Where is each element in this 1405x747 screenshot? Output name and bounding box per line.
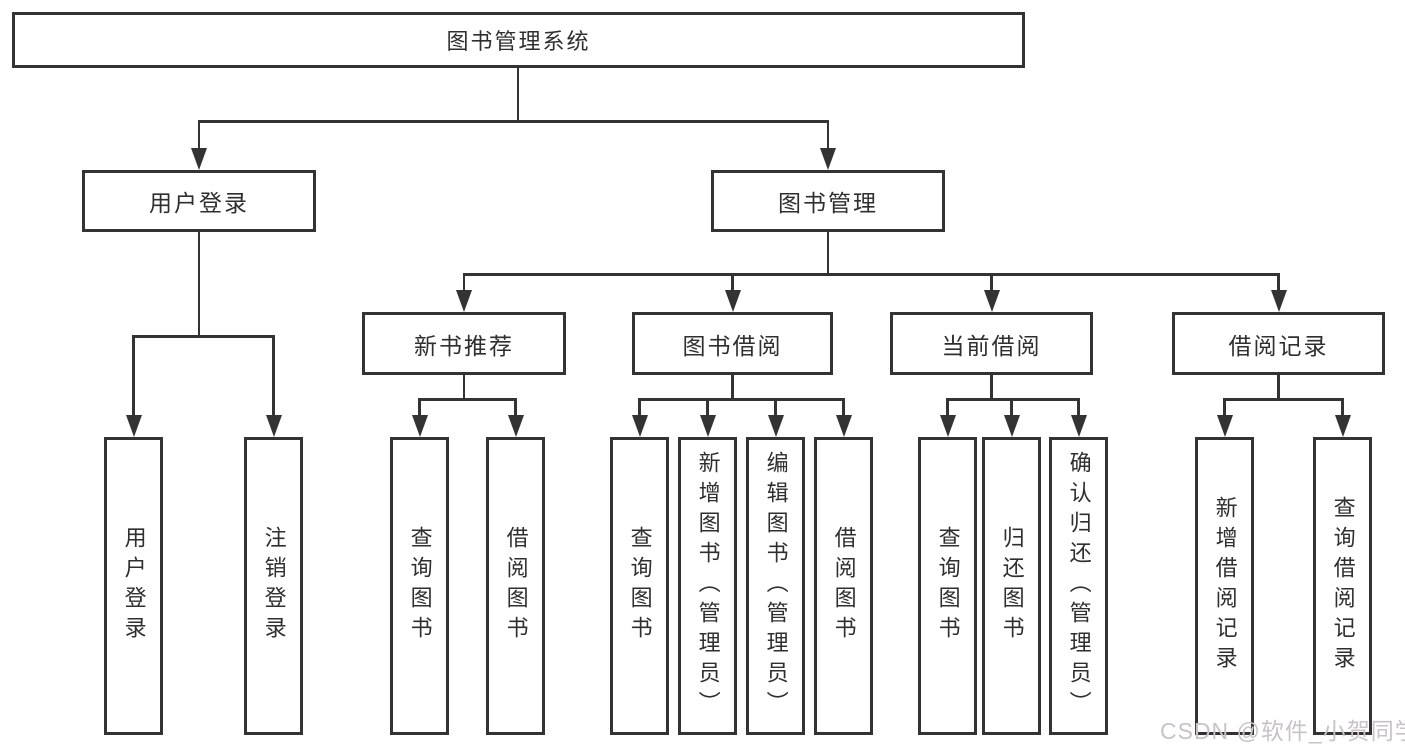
arrow-down-icon: [724, 290, 741, 312]
node-label: 新书推荐: [414, 332, 514, 359]
node-user-login: 用户登录: [82, 170, 316, 232]
connector-line: [842, 398, 845, 417]
connector-line: [418, 398, 421, 417]
node-label: 新增图书（管理员）: [695, 451, 721, 721]
arrow-down-icon: [631, 415, 648, 437]
arrow-down-icon: [1216, 415, 1233, 437]
node-label: 借阅图书: [831, 526, 857, 646]
node-label: 当前借阅: [941, 332, 1042, 359]
arrow-down-icon: [835, 415, 852, 437]
connector-line: [990, 273, 993, 292]
connector-line: [272, 335, 275, 417]
arrow-down-icon: [265, 415, 282, 437]
connector-line: [462, 273, 466, 292]
node-return-books: 归还图书: [982, 437, 1041, 735]
connector-line: [638, 398, 845, 401]
node-label: 查询图书: [935, 526, 961, 646]
arrow-down-icon: [1070, 415, 1087, 437]
arrow-down-icon: [699, 415, 716, 437]
arrow-down-icon: [191, 148, 207, 170]
node-label: 查询图书: [627, 526, 653, 646]
connector-line: [946, 398, 1080, 401]
node-confirm-return-admin: 确认归还（管理员）: [1049, 437, 1108, 735]
connector-line: [197, 120, 201, 150]
connector-line: [1223, 398, 1344, 401]
node-add-book-admin: 新增图书（管理员）: [678, 437, 737, 735]
node-label: 图书借阅: [682, 332, 783, 359]
connector-line: [638, 398, 641, 417]
connector-line: [990, 375, 993, 398]
node-label: 确认归还（管理员）: [1066, 451, 1092, 721]
connector-line: [132, 335, 135, 417]
node-logout: 注销登录: [244, 437, 303, 735]
arrow-down-icon: [1270, 290, 1287, 312]
node-label: 用户登录: [149, 190, 249, 216]
node-query-books-borrowing: 查询图书: [610, 437, 669, 735]
connector-line: [706, 398, 709, 417]
connector-line: [946, 398, 949, 417]
connector-line: [1277, 375, 1280, 398]
node-user-login-leaf: 用户登录: [104, 437, 163, 735]
arrow-down-icon: [1003, 415, 1020, 437]
connector-line: [462, 375, 466, 398]
arrow-down-icon: [507, 415, 524, 437]
node-book-borrowing: 图书借阅: [632, 312, 833, 375]
node-new-book-recommendation: 新书推荐: [362, 312, 566, 375]
node-book-management: 图书管理: [711, 170, 945, 232]
connector-line: [132, 335, 275, 338]
connector-line: [462, 273, 1280, 276]
connector-line: [516, 68, 520, 120]
connector-line: [197, 232, 201, 335]
connector-line: [774, 398, 777, 417]
csdn-watermark: CSDN @软件_小贺同学: [1160, 718, 1405, 744]
arrow-down-icon: [1334, 415, 1351, 437]
connector-line: [1077, 398, 1080, 417]
arrow-down-icon: [411, 415, 428, 437]
node-label: 编辑图书（管理员）: [763, 451, 789, 721]
arrow-down-icon: [983, 290, 1000, 312]
node-label: 归还图书: [999, 526, 1025, 646]
node-query-books-current: 查询图书: [918, 437, 977, 735]
node-label: 用户登录: [121, 526, 147, 646]
connector-line: [1341, 398, 1344, 417]
connector-line: [197, 120, 830, 123]
node-edit-book-admin: 编辑图书（管理员）: [746, 437, 805, 735]
arrow-down-icon: [125, 415, 142, 437]
node-label: 查询图书: [407, 526, 433, 646]
node-borrow-books: 借阅图书: [814, 437, 873, 735]
node-query-books-recommend: 查询图书: [390, 437, 449, 735]
node-add-borrow-record: 新增借阅记录: [1195, 437, 1254, 735]
node-label: 图书管理系统: [446, 29, 591, 54]
node-borrowing-records: 借阅记录: [1172, 312, 1385, 375]
arrow-down-icon: [767, 415, 784, 437]
node-label: 图书管理: [778, 190, 878, 216]
node-library-management-system: 图书管理系统: [12, 12, 1025, 68]
node-label: 注销登录: [261, 526, 287, 646]
node-current-borrowing: 当前借阅: [890, 312, 1093, 375]
arrow-down-icon: [939, 415, 956, 437]
node-label: 查询借阅记录: [1330, 496, 1356, 676]
connector-line: [514, 398, 517, 417]
connector-line: [1277, 273, 1280, 292]
arrow-down-icon: [820, 148, 836, 170]
node-label: 新增借阅记录: [1212, 496, 1238, 676]
connector-line: [731, 375, 734, 398]
connector-line: [1223, 398, 1226, 417]
node-label: 借阅图书: [503, 526, 529, 646]
connector-line: [826, 232, 830, 273]
connector-line: [418, 398, 517, 401]
connector-line: [826, 120, 830, 150]
node-borrow-books-recommend: 借阅图书: [486, 437, 545, 735]
node-label: 借阅记录: [1228, 332, 1329, 359]
connector-line: [731, 273, 734, 292]
node-query-borrow-record: 查询借阅记录: [1313, 437, 1372, 735]
connector-line: [1010, 398, 1013, 417]
arrow-down-icon: [456, 290, 472, 312]
